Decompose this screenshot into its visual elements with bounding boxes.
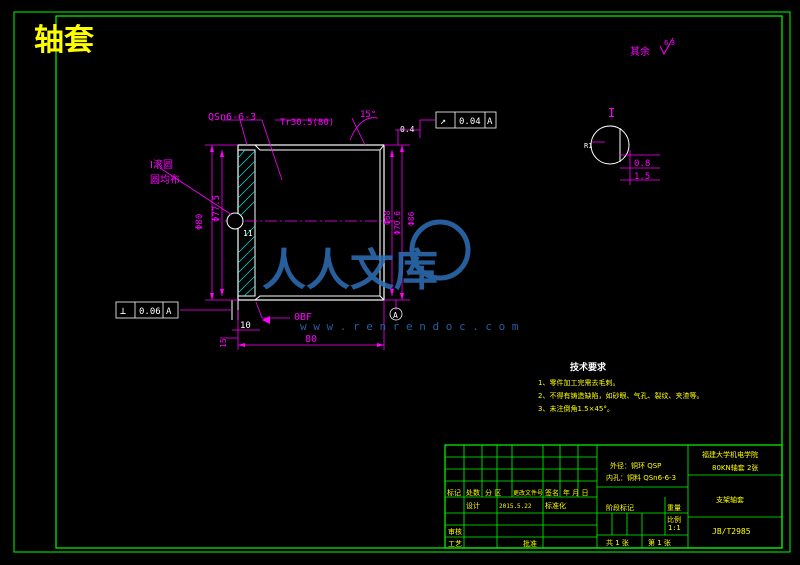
thread-note: Tr30.5(80) [280,118,334,128]
rolling-note-1: I滚圆 [150,158,173,171]
tb-weight: 重量 [667,504,681,512]
detail-dim-1: 0.8 [634,159,650,169]
geo-tolerance-left: ⊥ 0.06 A [115,301,179,319]
tb-left-label-review: 审核 [448,527,462,536]
geo-tol-top-symbol: ↗ [440,116,446,127]
tb-header-col-3: 更改文件号 [513,489,543,497]
tb-design-date: 2015.5.22 [499,503,532,510]
tb-scale: 1:1 [668,524,681,532]
roughness-value: 6.3 [664,39,675,47]
geo-tol-top-datum: A [487,117,493,127]
dim-length-15: 15 [219,338,228,348]
roughness-label: 其余 [630,45,650,58]
dimension-annotations [159,117,435,350]
tb-drawing: 80KN轴套 2张 [712,463,758,472]
tb-part-name: 支架轴套 [716,495,744,504]
geo-tol-left-value: 0.06 [139,307,161,317]
title-block-text: 福建大学机电学院 80KN轴套 2张 外径：铜环 QSP 内孔：铜料 QSn6-… [447,450,758,548]
angle-note: 15° [360,110,376,120]
tb-left-label-process: 工艺 [448,540,462,548]
tb-header-col-2: 分 区 [485,488,501,497]
rolling-note-2: 圆均布 [150,174,180,186]
tb-row-label-design: 设计 [466,501,480,510]
technical-requirements: 技术要求 1、零件加工完需去毛刺。 2、不得有铸造缺陷，如砂眼、气孔、裂纹、夹渣… [538,361,703,413]
dim-mid-diameter: Φ77.5 [212,195,222,222]
detail-view-i: I R1 0.8 1.5 [584,106,660,185]
outer-frame [13,11,791,553]
geo-tolerance-top: ↗ 0.04 A [435,111,497,129]
tb-sheets: 共 1 张 [606,538,629,547]
watermark-text: 人人文库 [262,245,438,296]
tb-header-col-5: 年 月 日 [563,488,588,497]
geo-tol-left-symbol: ⊥ [120,306,126,317]
dim-hole-diameter: Φ68 [383,210,392,225]
tech-req-item-1: 1、零件加工完需去毛刺。 [538,378,619,387]
dim-length-10: 10 [240,321,251,331]
tb-school: 福建大学机电学院 [702,450,758,459]
material-spec-label: QSn6-6-3 [208,112,256,123]
tb-scale-label: 比例 [667,515,681,524]
watermark-url: w w w . r e n r e n d o c . c o m [300,320,519,333]
detail-radius: R1 [584,142,592,150]
geo-tol-top-value: 0.04 [459,117,481,127]
tb-header-col-1: 处数 [466,488,480,497]
detail-label: I [608,106,615,120]
tb-material-2: 内孔：铜料 QSn6-6-3 [606,473,676,482]
tech-req-title: 技术要求 [570,361,607,373]
dim-length-11: 11 [243,229,253,238]
geo-tol-left-datum: A [166,307,172,317]
drawing-title: 轴套 [34,23,94,58]
tb-header-col-4: 签名 [545,488,559,497]
tech-req-item-2: 2、不得有铸造缺陷，如砂眼、气孔、裂纹、夹渣等。 [538,391,703,400]
chamfer-note: 0.4 [400,125,415,134]
tb-material-1: 外径：铜环 QSP [610,461,661,470]
tb-stage: 阶段标记 [606,503,634,512]
datum-marker [389,307,403,321]
datum-label: A [393,311,398,320]
title-block [444,444,783,549]
dim-chamfer-sf: 0BF [294,312,312,323]
tb-header-col-0: 标记 [447,488,461,497]
detail-dim-2: 1.5 [634,172,650,182]
tb-row-label-std: 标准化 [545,501,566,510]
dim-right-diameter: Φ86 [407,211,416,226]
part-section-view [225,144,395,320]
dim-length-80: 80 [305,334,317,345]
tb-sheet: 第 1 张 [648,538,671,547]
tb-code: JB/T2985 [712,527,751,536]
roughness-symbol: 其余 6.3 [630,37,675,58]
dim-outer-diameter: Φ80 [195,214,205,230]
tb-approve: 批准 [523,539,537,548]
dim-inner-diameter: Φ70.6 [393,211,402,235]
inner-frame [55,15,783,549]
tech-req-item-3: 3、未注倒角1.5×45°。 [538,404,614,413]
dimension-arrows [210,145,404,347]
watermark: 人人文库 w w w . r e n r e n d o c . c o m [262,219,519,333]
